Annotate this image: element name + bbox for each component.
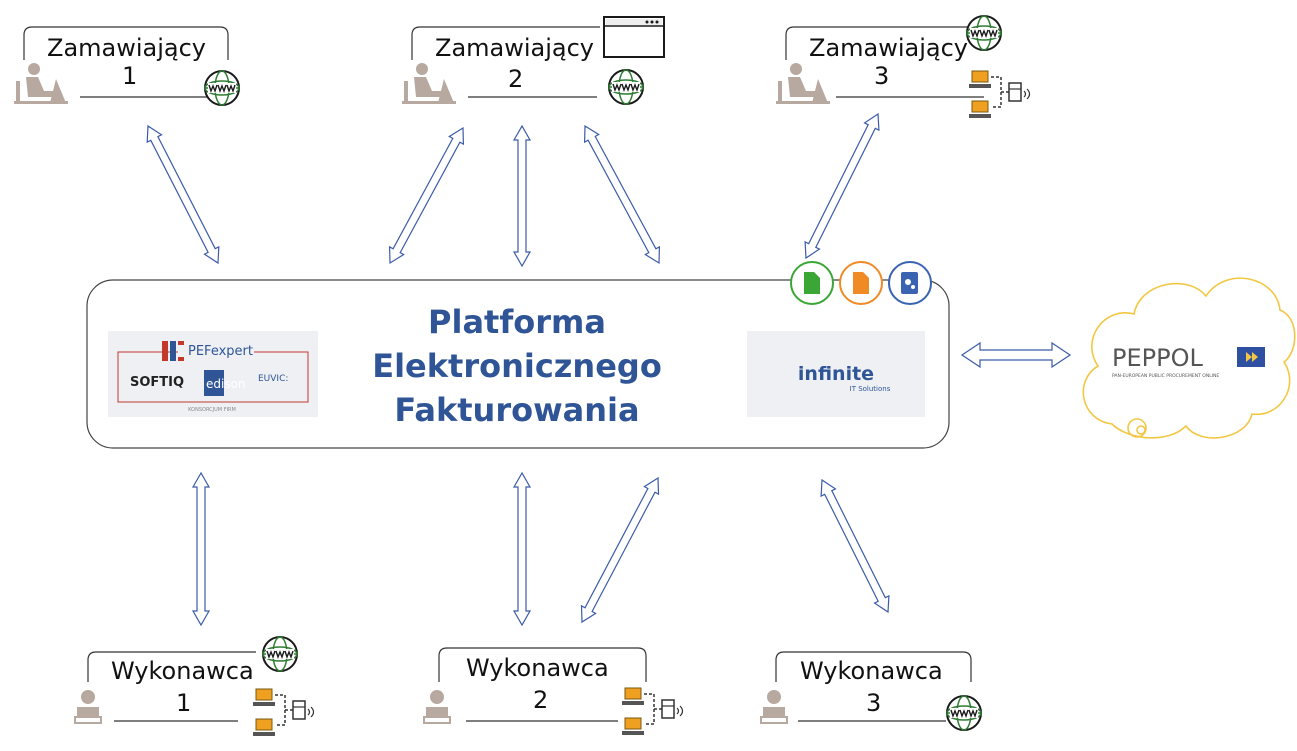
edison-text: edison — [206, 377, 246, 391]
supplier-1: Wykonawca 1 — [74, 636, 315, 737]
consortium-text: KONSORCJUM FIRM — [188, 407, 236, 413]
www-globe-icon — [966, 15, 1002, 51]
infinite-name: infinite — [798, 363, 874, 385]
www-globe-icon — [946, 695, 982, 731]
file-orange-icon — [839, 261, 883, 305]
infinite-logo: infinite IT Solutions — [747, 331, 925, 417]
platform-title-line-3: Fakturowania — [394, 391, 639, 429]
www-globe-icon — [262, 636, 298, 672]
platform-title-line-2: Elektronicznego — [372, 347, 662, 385]
platform-title-line-1: Platforma — [428, 303, 606, 341]
computers-network-icon — [252, 688, 315, 737]
arrow-buyer2-platform-a — [388, 126, 465, 265]
person-icon — [760, 689, 788, 724]
buyer-1: Zamawiający 1 — [14, 26, 240, 106]
person-icon — [402, 63, 456, 104]
supplier-2: Wykonawca 2 — [423, 647, 684, 736]
peppol-cloud: PEPPOL PAN-EUROPEAN PUBLIC PROCUREMENT O… — [1082, 277, 1296, 439]
consortium-logo: PEFexpert SOFTIQ edison EUVIC: KONSORCJU… — [108, 331, 318, 417]
connection-arrows — [146, 112, 1072, 627]
arrow-supplier2-platform-a — [512, 471, 532, 627]
arrow-supplier1-platform — [191, 471, 211, 627]
peppol-subtitle: PAN-EUROPEAN PUBLIC PROCUREMENT ONLINE — [1112, 373, 1219, 379]
buyer-number: 3 — [874, 62, 889, 90]
settings-file-icon — [888, 261, 932, 305]
www-globe-icon — [608, 69, 644, 105]
supplier-label: Wykonawca — [466, 654, 609, 682]
supplier-number: 3 — [866, 689, 881, 717]
euvic-text: EUVIC: — [258, 374, 288, 384]
arrow-buyer3-platform — [804, 112, 880, 260]
supplier-number: 1 — [176, 689, 191, 717]
computers-network-icon — [621, 687, 684, 736]
buyer-label: Zamawiający — [809, 34, 968, 62]
buyer-2: Zamawiający 2 — [402, 16, 665, 105]
arrow-buyer1-platform — [146, 124, 220, 265]
person-icon — [423, 689, 451, 724]
arrow-platform-peppol — [960, 341, 1072, 369]
person-icon — [776, 63, 830, 104]
supplier-number: 2 — [533, 686, 548, 714]
supplier-3: Wykonawca 3 — [760, 651, 982, 731]
computers-network-icon — [968, 70, 1031, 119]
peppol-name: PEPPOL — [1112, 344, 1203, 372]
arrow-buyer2-platform-b — [512, 124, 532, 268]
buyer-number: 2 — [508, 65, 523, 93]
arrow-supplier2-platform-b — [580, 476, 660, 624]
buyer-number: 1 — [122, 62, 137, 90]
browser-window-icon — [603, 16, 665, 58]
supplier-label: Wykonawca — [800, 657, 943, 685]
person-icon — [74, 689, 102, 724]
www-globe-icon — [204, 70, 240, 106]
buyer-3: Zamawiający 3 — [776, 15, 1031, 119]
infinite-sub: IT Solutions — [850, 385, 891, 393]
file-green-icon — [790, 261, 834, 305]
arrow-buyer2-platform-c — [583, 124, 661, 265]
softiq-text: SOFTIQ — [130, 375, 184, 390]
arrow-supplier3-platform — [820, 478, 890, 614]
supplier-label: Wykonawca — [111, 657, 254, 685]
pefexpert-text: PEFexpert — [188, 344, 253, 359]
buyer-label: Zamawiający — [47, 34, 206, 62]
buyer-label: Zamawiający — [435, 34, 594, 62]
person-icon — [14, 63, 68, 104]
